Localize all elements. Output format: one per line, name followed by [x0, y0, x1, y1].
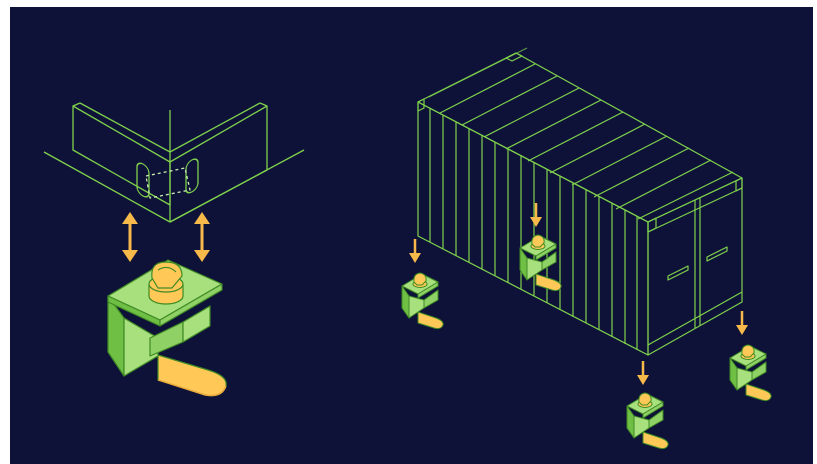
twistlock-illustration — [0, 0, 817, 464]
